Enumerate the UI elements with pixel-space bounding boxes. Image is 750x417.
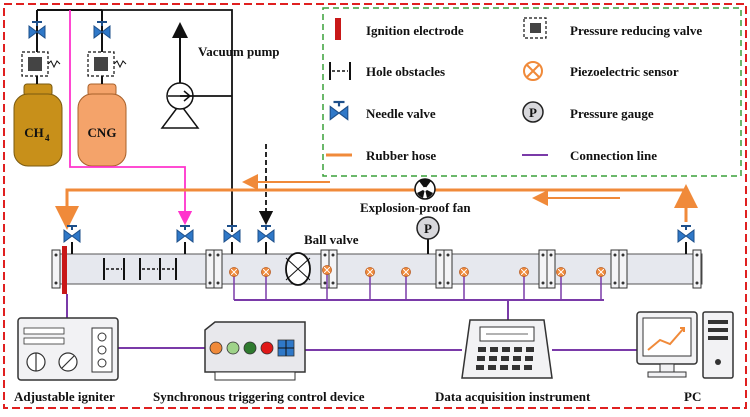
outer-border [3, 3, 747, 409]
piezo-sensor-5 [401, 267, 411, 277]
legend-needle-valve-label: Needle valve [366, 106, 436, 121]
legend-hole-obstacles-icon [329, 62, 351, 80]
explosion-proof-fan-label: Explosion-proof fan [360, 200, 471, 215]
needle-valve-ignition-side-icon [63, 225, 81, 243]
sync-trigger-label: Synchronous triggering control device [153, 389, 365, 404]
needle-valve-right-icon [677, 225, 695, 243]
tank-ch4-subscript: 4 [45, 133, 50, 143]
connection-lines [66, 274, 637, 351]
piezo-sensor-8 [556, 267, 566, 277]
pressure-reducing-valve-cng [87, 51, 127, 77]
legend-needle-valve-icon [329, 100, 349, 121]
piezo-sensor-7 [519, 267, 529, 277]
fuel-supply-line [70, 9, 233, 232]
legend-ignition-electrode-label: Ignition electrode [366, 23, 464, 38]
piezo-sensor-4 [365, 267, 375, 277]
needle-valve-dashed-inlet-icon [257, 225, 275, 243]
data-acquisition-label: Data acquisition instrument [435, 389, 591, 404]
pressure-gauge-icon [416, 216, 440, 240]
tank-ch4: CH 4 [13, 83, 63, 167]
vacuum-pump-label: Vacuum pump [198, 44, 280, 59]
legend-piezoelectric-sensor-label: Piezoelectric sensor [570, 64, 679, 79]
explosion-proof-fan [414, 178, 436, 200]
legend-pressure-gauge-symbol: P [529, 105, 537, 120]
legend-border [322, 7, 742, 177]
legend-ignition-electrode-icon [335, 18, 341, 40]
legend-rubber-hose-label: Rubber hose [366, 148, 436, 163]
tank-cng: CNG [77, 83, 127, 167]
legend-hole-obstacles-label: Hole obstacles [366, 64, 445, 79]
legend-connection-line-label: Connection line [570, 148, 657, 163]
legend-pressure-gauge-icon [522, 101, 544, 123]
vacuum-pump [160, 22, 200, 129]
sync-trigger-device [204, 321, 306, 381]
piezo-sensor-1 [229, 267, 239, 277]
hole-obstacles-in-tube [103, 258, 177, 280]
legend-pressure-reducing-valve-icon [523, 17, 547, 39]
tank-ch4-label: CH [24, 125, 44, 140]
pc-label: PC [684, 389, 701, 404]
legend-pressure-gauge-label: Pressure gauge [570, 106, 654, 121]
mixing-line [69, 10, 193, 226]
piezo-sensor-9 [596, 267, 606, 277]
adjustable-igniter-label: Adjustable igniter [14, 389, 115, 404]
ignition-electrode [62, 246, 67, 294]
needle-valve-vacuum-icon [223, 225, 241, 243]
legend-piezoelectric-sensor-icon [523, 61, 543, 81]
ball-valve [285, 252, 311, 286]
ball-valve-label: Ball valve [304, 232, 359, 247]
pressure-reducing-valve-ch4 [21, 51, 61, 77]
data-acquisition-instrument [461, 319, 553, 379]
legend-pressure-reducing-valve-label: Pressure reducing valve [570, 23, 702, 38]
piezo-sensor-6 [459, 267, 469, 277]
piezo-sensor-2 [261, 267, 271, 277]
pc [636, 311, 734, 379]
pressure-gauge-symbol: P [424, 221, 432, 236]
adjustable-igniter [17, 317, 119, 381]
piezo-sensor-3 [322, 265, 332, 275]
needle-valve-mixing-icon [176, 225, 194, 243]
tank-cng-label: CNG [88, 125, 117, 140]
legend: Ignition electrode Pressure reducing val… [322, 7, 742, 177]
